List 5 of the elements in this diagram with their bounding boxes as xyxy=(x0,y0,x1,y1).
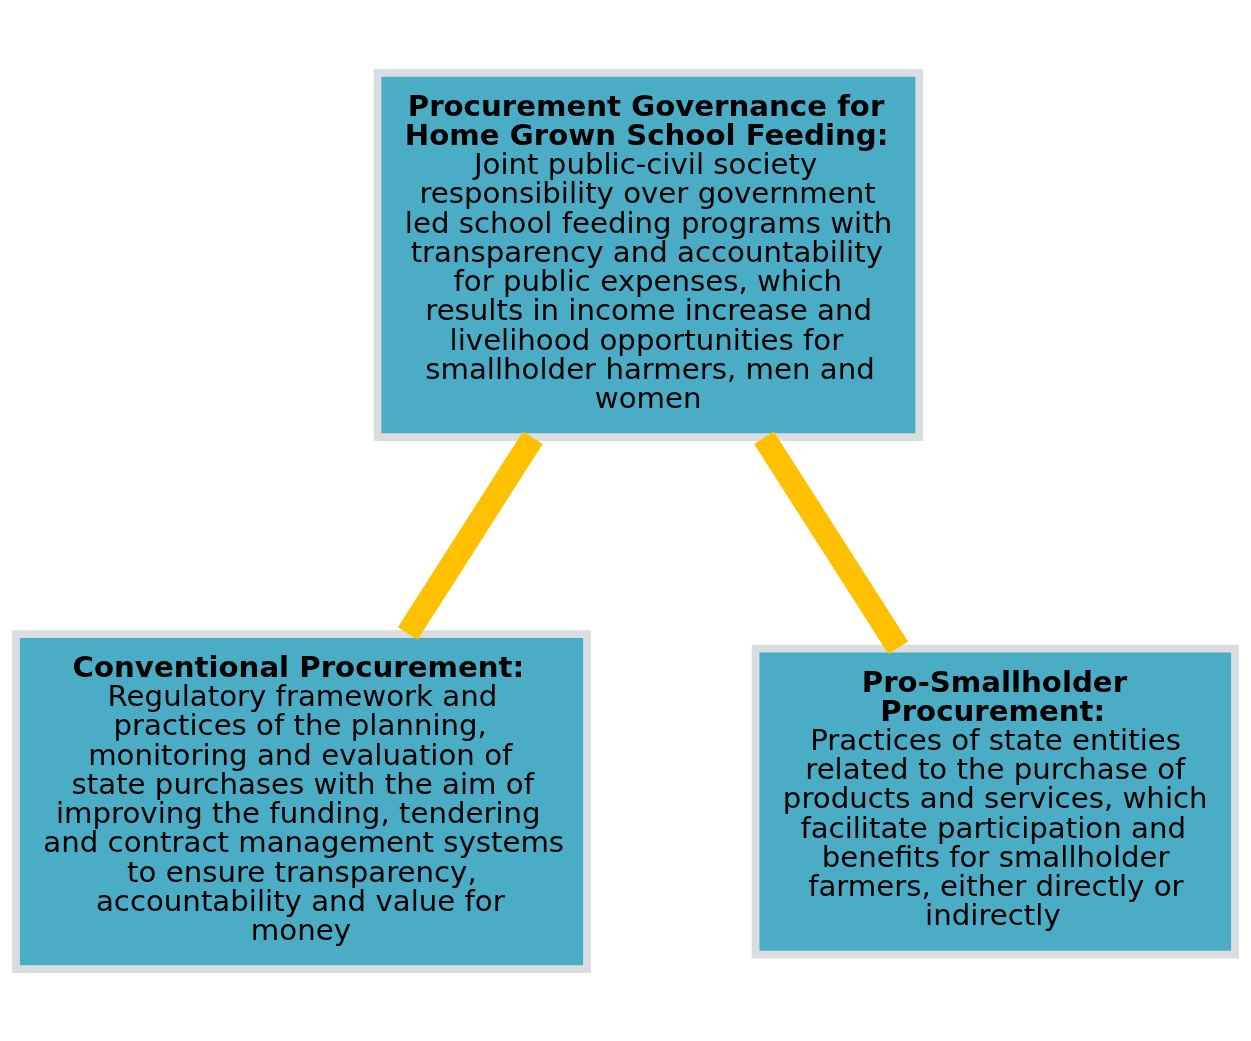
node-box: Pro-Smallholder Procurement: Practices of state entities related to the purchase of products and services, which facilitate participation and benefits for smallholder farmers, either directly or indirectly xyxy=(751,644,1239,958)
node-box: Procurement Governance for Home Grown School Feeding: Joint public-civil society responsibility over government led school feeding programs with transparency and accountability for public expenses, which results in income increase and livelihood opportunities for smallholder harmers, men and women xyxy=(373,68,924,441)
node-box: Conventional Procurement: Regulatory framework and practices of the planning, monitoring and evaluation of state purchases with the aim of improving the funding, tendering and contract management systems to ensure transparency, accountability and value for money xyxy=(12,629,591,973)
connector xyxy=(397,430,543,640)
connector xyxy=(754,430,909,654)
